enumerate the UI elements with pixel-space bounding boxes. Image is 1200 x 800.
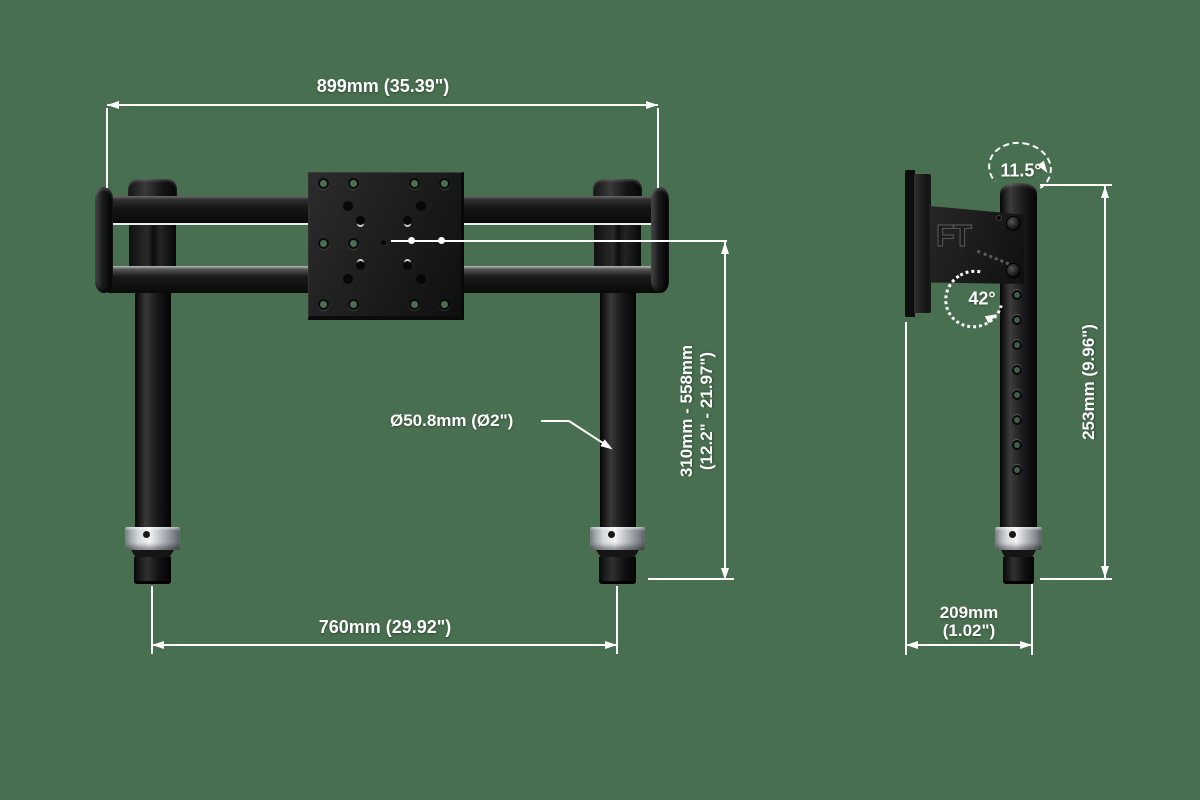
extension-line: [151, 586, 153, 654]
arrow-right-icon: [1020, 641, 1032, 649]
vesa-hole: [403, 216, 412, 225]
dim-depth-line: [906, 644, 1032, 646]
vesa-center-hole: [381, 240, 386, 245]
left-pole-neck: [131, 550, 174, 558]
extension-line: [648, 578, 734, 580]
vesa-hole: [318, 238, 329, 249]
extension-line: [616, 586, 618, 654]
extension-line: [657, 108, 659, 188]
tilt-slot: [976, 249, 1010, 266]
vesa-hole: [348, 238, 359, 249]
tv-plate-inner: [914, 174, 931, 313]
dim-pole-spacing-label: 760mm (29.92"): [318, 617, 452, 637]
left-collar-setscrew: [143, 531, 150, 538]
vesa-hole: [318, 299, 329, 310]
dim-pole-spacing-line: [152, 644, 617, 646]
side-pole-collar: [995, 527, 1042, 550]
vesa-hole: [343, 201, 353, 211]
dim-height-range-in: (12.2" - 21.97"): [697, 351, 716, 471]
pole-hole: [1012, 290, 1022, 300]
tv-plate-edge: [905, 170, 915, 317]
vesa-hole: [439, 299, 450, 310]
dim-height-range-line: [724, 242, 726, 580]
left-pole-collar: [125, 527, 180, 550]
vesa-hole: [356, 216, 365, 225]
pole-hole: [1012, 415, 1022, 425]
ft-logo: FT: [935, 217, 972, 253]
vesa-hole: [409, 178, 420, 189]
side-collar-setscrew: [1009, 531, 1016, 538]
right-pole-neck: [596, 550, 639, 558]
arrow-right-icon: [605, 641, 617, 649]
vesa-hole: [348, 299, 359, 310]
arrow-left-icon: [152, 641, 164, 649]
side-pole-lower-tube: [1003, 557, 1034, 584]
extension-line: [106, 108, 108, 188]
extension-line: [1040, 578, 1112, 580]
vesa-hole: [356, 261, 365, 270]
leader-dot: [408, 237, 415, 244]
vesa-hole: [403, 261, 412, 270]
arrow-left-icon: [906, 641, 918, 649]
dim-overall-width-label: 899mm (35.39"): [316, 76, 450, 96]
extension-line: [1040, 184, 1112, 186]
vesa-plate: [308, 172, 464, 320]
left-pole-lower-tube: [134, 557, 171, 584]
right-pole-top-cap: [593, 179, 642, 198]
arrow-up-icon: [721, 242, 729, 254]
extension-line: [905, 322, 907, 655]
vesa-hole: [318, 178, 329, 189]
vesa-hole: [416, 274, 426, 284]
right-collar-setscrew: [608, 531, 615, 538]
center-leader-line: [391, 240, 727, 242]
dim-pole-diameter-label: Ø50.8mm (Ø2"): [390, 411, 514, 430]
dim-depth-mm: 209mm: [939, 603, 999, 622]
vesa-hole: [409, 299, 420, 310]
pole-hole: [1012, 465, 1022, 475]
pivot-bolt-icon: [1006, 216, 1021, 231]
left-pole-top-cap: [128, 179, 177, 198]
leader-dot: [438, 237, 445, 244]
swivel-angle-label: 11.5°: [1000, 160, 1042, 181]
arrow-left-icon: [107, 101, 119, 109]
left-rail-endcap: [95, 187, 113, 293]
arrow-down-icon: [1101, 566, 1109, 578]
pivot-bolt-icon: [1006, 263, 1021, 278]
callout-leader-line: [541, 420, 569, 422]
dim-side-height-line: [1104, 186, 1106, 578]
extension-line: [1031, 584, 1033, 655]
side-pole-neck: [1001, 550, 1036, 558]
dim-height-range-label: 310mm - 558mm (12.2" - 21.97"): [677, 345, 717, 477]
vesa-hole: [343, 274, 353, 284]
dim-side-height-label: 253mm (9.96"): [1079, 324, 1098, 440]
vesa-hole: [416, 201, 426, 211]
arrow-right-icon: [646, 101, 658, 109]
arrow-up-icon: [1101, 186, 1109, 198]
arrow-down-icon: [721, 568, 729, 580]
dim-height-range-mm: 310mm - 558mm: [677, 344, 696, 478]
left-pole-clamp: [129, 223, 176, 266]
dim-overall-width-line: [107, 104, 658, 106]
tilt-bracket: FT: [930, 206, 1024, 284]
vesa-hole: [348, 178, 359, 189]
right-pole-lower-tube: [599, 557, 636, 584]
bracket-pin-hole: [996, 215, 1002, 221]
pole-hole: [1012, 340, 1022, 350]
dim-depth-in: (1.02"): [942, 621, 996, 640]
pole-hole: [1012, 390, 1022, 400]
right-pole-clamp: [594, 223, 641, 266]
pole-hole: [1012, 315, 1022, 325]
tilt-angle-label: 42°: [968, 288, 996, 309]
right-pole-collar: [590, 527, 645, 550]
pole-hole: [1012, 440, 1022, 450]
vesa-hole: [439, 178, 450, 189]
pole-hole: [1012, 365, 1022, 375]
